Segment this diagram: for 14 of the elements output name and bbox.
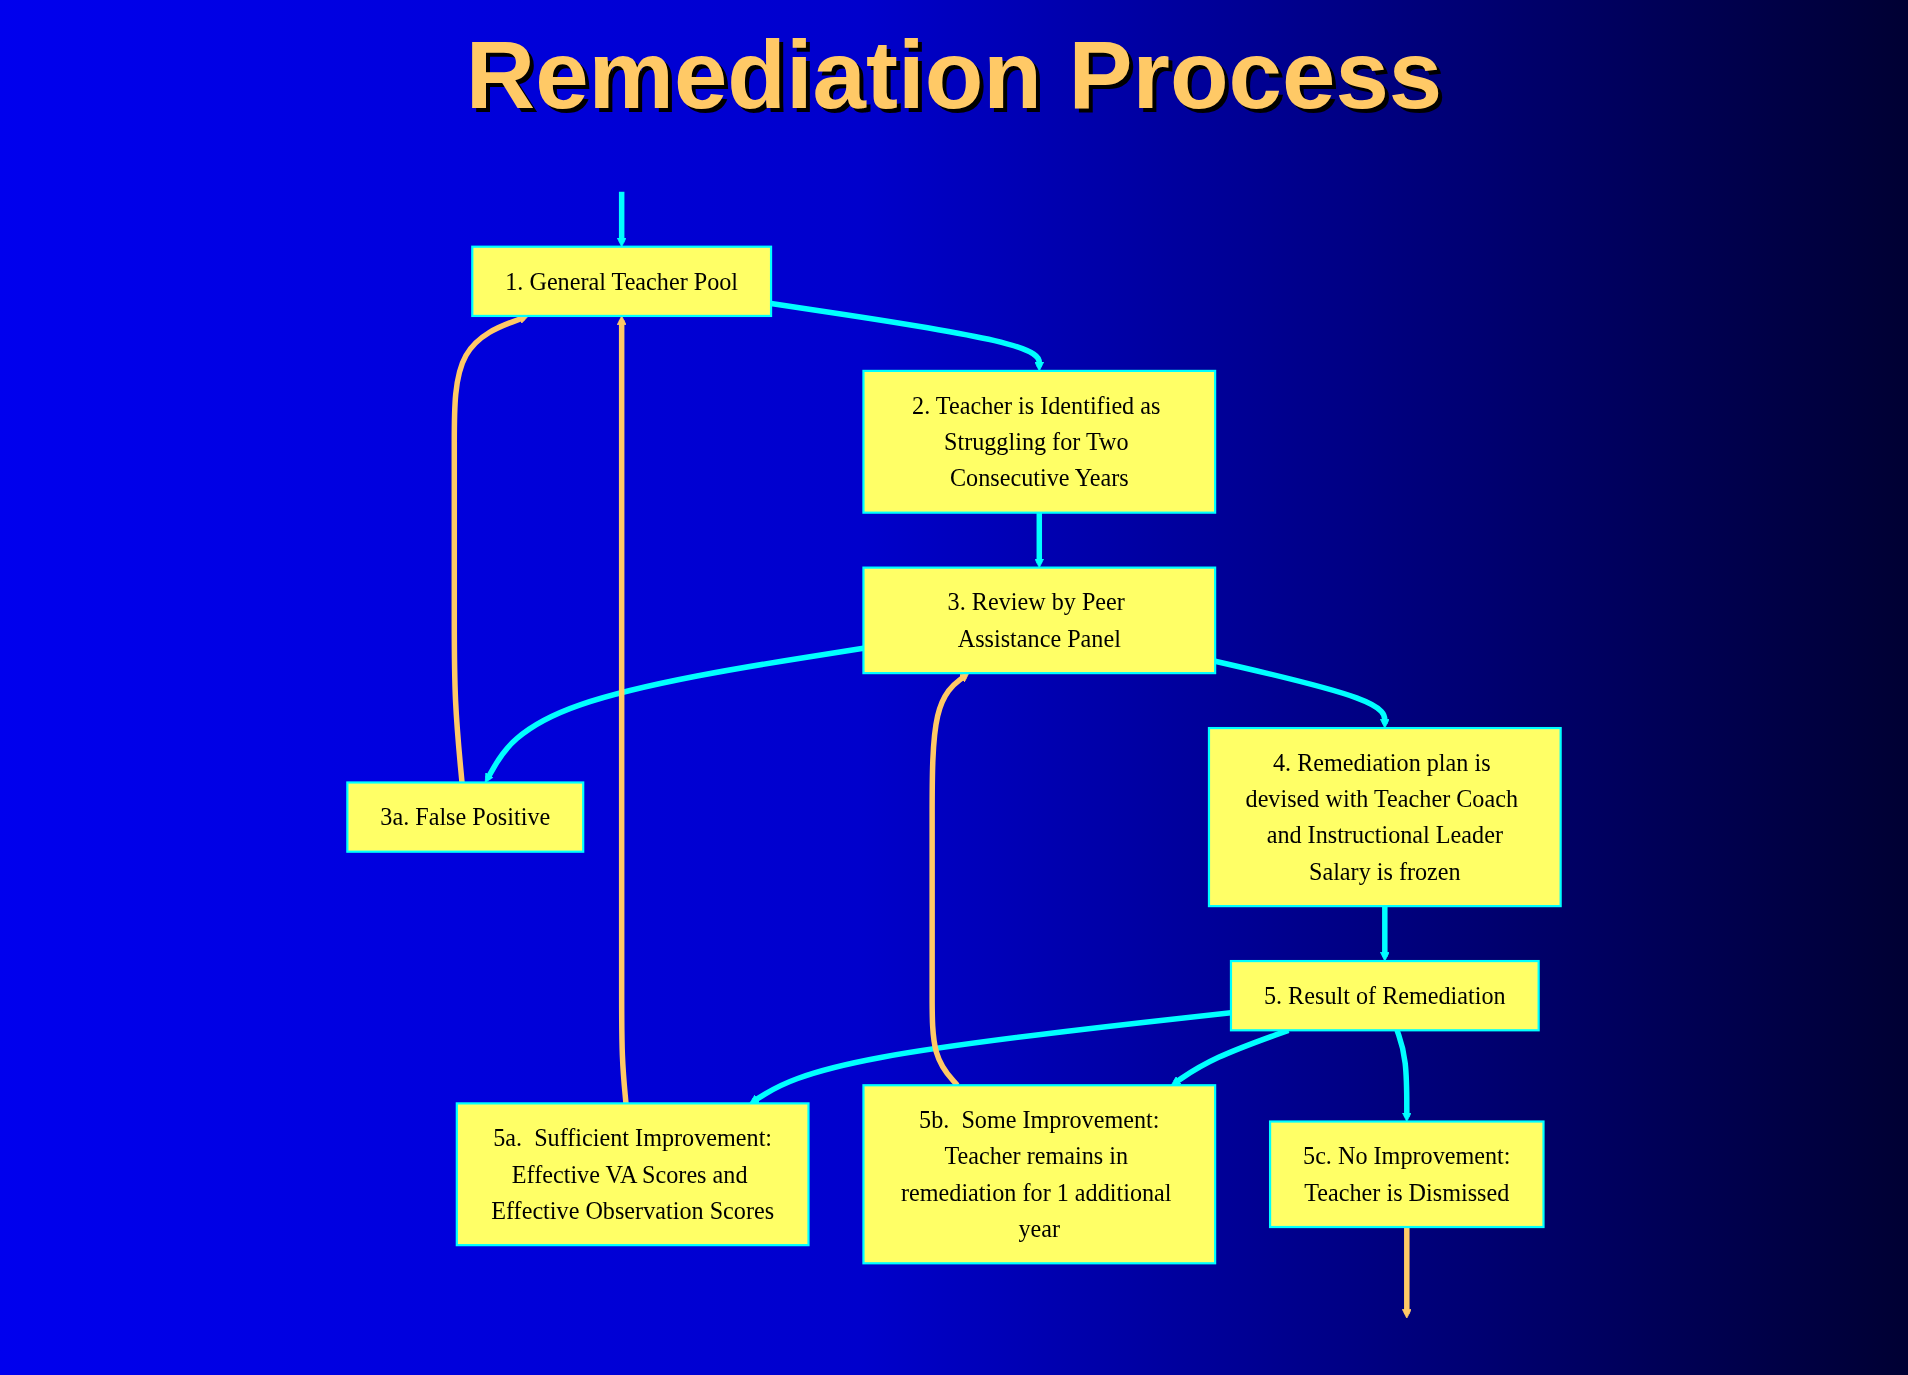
node-box: 2. Teacher is Identified as Struggling for Two Consecutive Years [862, 369, 1217, 514]
arrow [616, 315, 629, 1104]
node-box: 4. Remediation plan is devised with Teacher Coach and Instructional Leader Salary is frozen [1207, 726, 1562, 908]
node-box: 5. Result of Remediation [1229, 959, 1540, 1032]
node-box: 5c. No Improvement: Teacher is Dismissed [1269, 1120, 1545, 1229]
arrow [484, 645, 864, 783]
arrow [1380, 906, 1390, 962]
node-box: 3a. False Positive [346, 781, 585, 853]
node-box: 5a. Sufficient Improvement: Effective VA Scores and Effective Observation Scores [455, 1102, 810, 1247]
title: Remediation Process [464, 20, 1444, 130]
node-box: 1. General Teacher Pool [471, 245, 773, 318]
node-box: 5b. Some Improvement: Teacher remains in remediation for 1 additional year [862, 1084, 1217, 1265]
arrow [1401, 1227, 1412, 1319]
node-box: 3. Review by Peer Assistance Panel [862, 566, 1217, 675]
